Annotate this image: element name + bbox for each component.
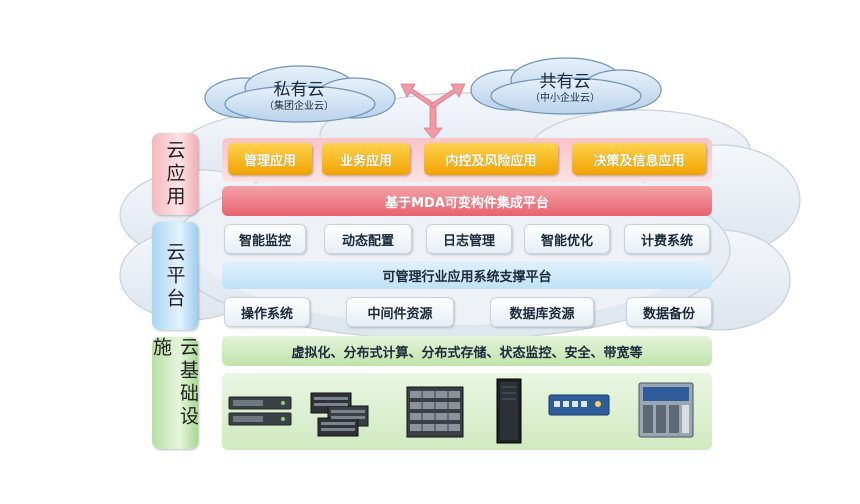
tower-cabinet-icon — [496, 378, 522, 444]
private-cloud-shape — [204, 65, 396, 123]
rack-server-icon — [228, 396, 292, 426]
mda-integration-band: 基于MDA可变构件集成平台 — [222, 186, 712, 216]
layer-label-infra: 云基础设施 — [150, 337, 199, 449]
public-cloud-name: 共有云 — [539, 72, 591, 92]
public-cloud: 共有云 （中小企业云） — [486, 72, 644, 106]
private-cloud-sub: （集团企业云） — [264, 101, 334, 112]
layer-label-app: 云应用 — [152, 133, 198, 215]
service-pill-billing[interactable]: 计费系统 — [624, 224, 710, 254]
resource-pill-database[interactable]: 数据库资源 — [490, 297, 594, 327]
storage-array-icon — [406, 386, 464, 438]
network-switch-icon — [548, 394, 610, 416]
service-pill-monitoring[interactable]: 智能监控 — [224, 224, 306, 254]
app-button-risk-control[interactable]: 内控及风险应用 — [424, 143, 558, 175]
public-cloud-sub: （中小企业云） — [530, 93, 600, 104]
hardware-panel — [222, 373, 712, 450]
public-cloud-shape — [470, 57, 662, 115]
resource-pill-middleware[interactable]: 中间件资源 — [346, 297, 454, 327]
router-chassis-icon — [638, 382, 694, 438]
app-button-management[interactable]: 管理应用 — [228, 143, 312, 175]
platform-support-band: 可管理行业应用系统支撑平台 — [222, 261, 712, 289]
link-arrow — [400, 83, 466, 140]
private-cloud-name: 私有云 — [273, 80, 325, 100]
layer-label-platform: 云平台 — [152, 222, 198, 330]
resource-pill-os[interactable]: 操作系统 — [224, 297, 310, 327]
app-button-business[interactable]: 业务应用 — [322, 143, 410, 175]
blade-server-icon — [310, 392, 369, 437]
service-pill-logging[interactable]: 日志管理 — [426, 224, 512, 254]
private-cloud: 私有云 （集团企业云） — [220, 80, 378, 114]
app-button-decision-info[interactable]: 决策及信息应用 — [572, 143, 706, 175]
infra-capabilities-band: 虚拟化、分布式计算、分布式存储、状态监控、安全、带宽等 — [222, 336, 712, 366]
resource-pill-backup[interactable]: 数据备份 — [626, 297, 712, 327]
service-pill-optimization[interactable]: 智能优化 — [524, 224, 610, 254]
service-pill-config[interactable]: 动态配置 — [324, 224, 412, 254]
